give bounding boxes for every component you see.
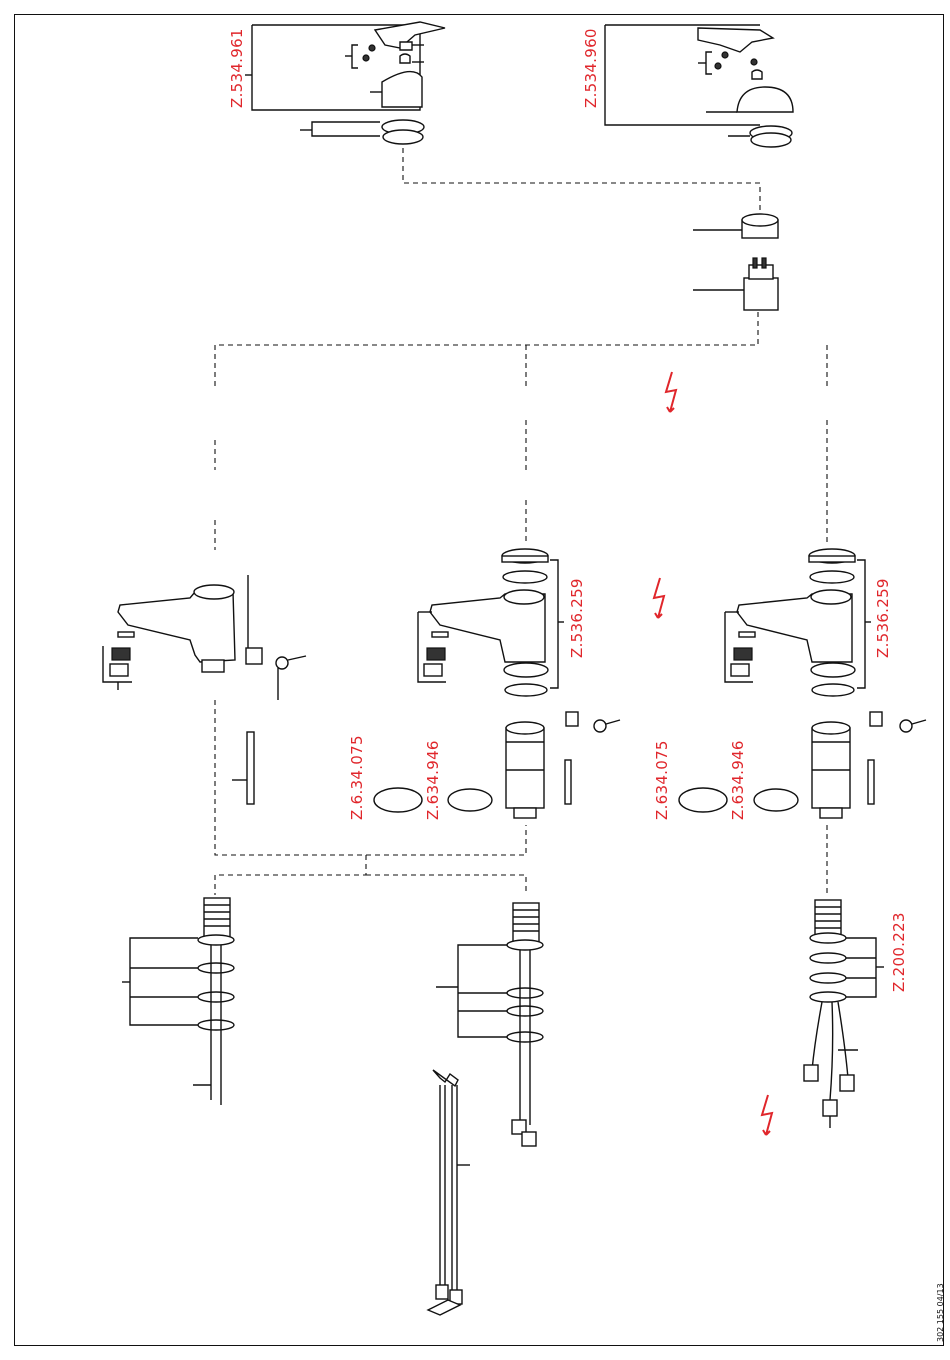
mounting-kit-left	[122, 898, 234, 1105]
handle-kit-left	[245, 22, 445, 144]
document-number: 302 155 04/13	[936, 1283, 945, 1342]
flexible-hoses	[428, 1070, 470, 1315]
code-body-right: Z.536.259	[874, 578, 892, 658]
code-ring2-right: Z.634.946	[729, 740, 747, 820]
lightning-warning-icon	[762, 1095, 772, 1135]
code-body-middle: Z.536.259	[568, 578, 586, 658]
lightning-warning-icon	[654, 578, 664, 618]
code-ring1-middle: Z.6.34.075	[348, 735, 366, 820]
code-handle-left: Z.534.961	[228, 28, 246, 108]
cartridge-nut	[693, 214, 778, 238]
cartridge	[693, 258, 778, 310]
handle-kit-right	[605, 25, 793, 147]
mounting-kit-right	[804, 900, 884, 1128]
lightning-warning-icon	[666, 372, 676, 412]
code-ring1-right: Z.634.075	[653, 740, 671, 820]
code-handle-right: Z.534.960	[582, 28, 600, 108]
code-washers-right: Z.200.223	[890, 912, 908, 992]
code-ring2-middle: Z.634.946	[424, 740, 442, 820]
mixer-body-left	[103, 575, 306, 804]
